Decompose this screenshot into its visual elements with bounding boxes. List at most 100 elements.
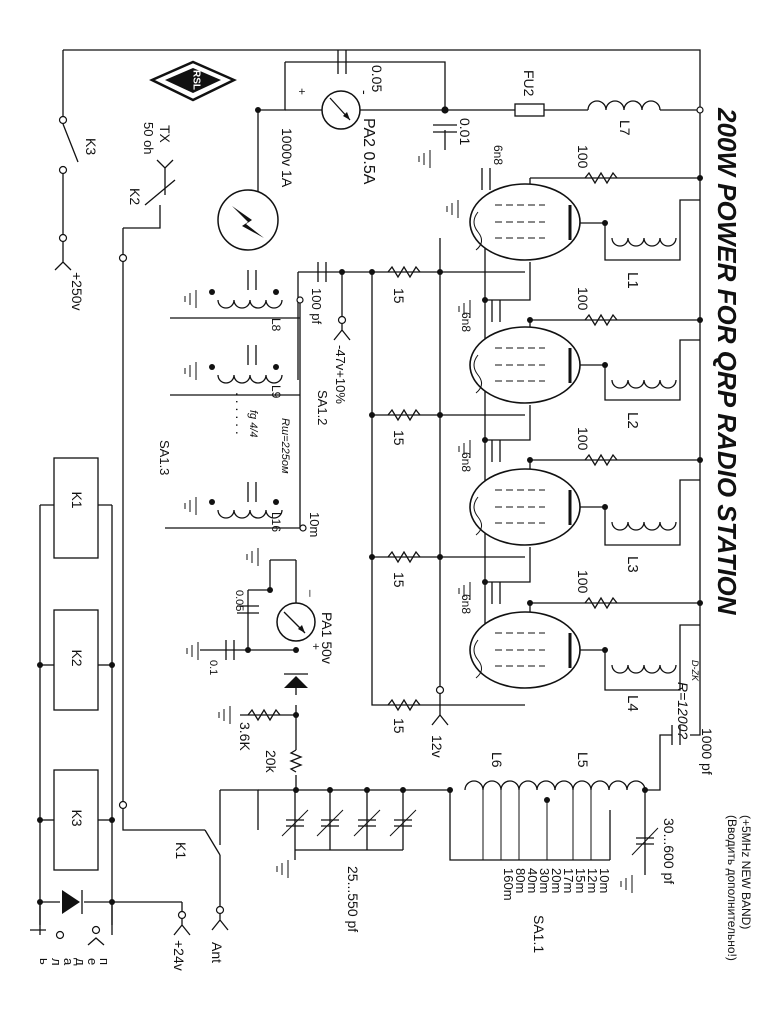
- label-pa1-minus: _: [309, 589, 323, 597]
- label-l16: L16: [269, 512, 283, 532]
- label-l2: L2: [624, 412, 641, 429]
- label-25-550: 25...550 pf: [345, 866, 361, 932]
- diode-relay: [62, 890, 83, 914]
- label-fu2: FU2: [521, 70, 537, 97]
- lightning-icon: [232, 206, 264, 238]
- label-l3: L3: [624, 556, 641, 573]
- relay-k2-label: K2: [69, 649, 85, 666]
- capacitor-c005-top: [337, 50, 347, 74]
- label-c01: 0.1: [207, 660, 219, 675]
- capacitor-c005-pa1: [237, 605, 259, 614]
- pedal-letter: д: [73, 958, 88, 966]
- label-24v: +24v: [171, 940, 187, 971]
- fuse-fu2: [514, 103, 545, 117]
- components: [53, 50, 681, 914]
- tube-vt4: [469, 611, 581, 689]
- label-100pf: 100 pf: [309, 288, 324, 325]
- capacitor-1000pf: [671, 725, 681, 745]
- variable-capacitors-25-550: [281, 809, 417, 837]
- inductor-l7: [587, 100, 661, 111]
- relay-k1-label: K1: [69, 491, 85, 508]
- grounds: [184, 150, 633, 893]
- resistors-screen-100: [584, 171, 618, 610]
- label-30-600: 30...600 pf: [661, 818, 677, 884]
- resistors-grid-15: [387, 265, 421, 712]
- label-r100-4: 100: [575, 570, 591, 594]
- label-l8: L8: [269, 318, 283, 332]
- inductors-l8-l16: [217, 270, 283, 519]
- label-l6: L6: [489, 752, 505, 768]
- title-text: 200W POWER FOR QRP RADIO STATION: [712, 107, 742, 616]
- note-band: (+5MHz NEW BAND): [739, 815, 753, 929]
- diode-bias: [284, 673, 308, 688]
- wiring: [39, 49, 701, 935]
- label-r100-2: 100: [575, 287, 591, 311]
- hand-rw: Rш=225ом: [279, 418, 291, 474]
- label-sa12: SA1.2: [315, 390, 330, 425]
- label-k3: K3: [83, 138, 99, 155]
- hv-supply: [217, 189, 279, 251]
- hand-r1200: R=1200?: [675, 682, 691, 739]
- label-l9: L9: [269, 385, 283, 399]
- pedal-letter: ь: [37, 958, 52, 965]
- label-r15-4: 15: [391, 718, 407, 734]
- resistor-20k: [289, 749, 303, 773]
- label-k2: K2: [127, 188, 143, 205]
- label-250v: +250v: [69, 272, 85, 311]
- label-6n8-1: 6n8: [491, 145, 505, 165]
- label-6n8-2: 6n8: [459, 312, 473, 332]
- label-20k: 20k: [263, 750, 279, 774]
- tube-stages: [469, 183, 581, 689]
- label-l4: L4: [624, 695, 641, 712]
- label-ant: Ant: [209, 942, 225, 963]
- variable-capacitor-30-600: [631, 827, 659, 856]
- tube-vt3: [469, 468, 581, 546]
- junction-dots: [37, 107, 703, 905]
- labels: 200W POWER FOR QRP RADIO STATION (+5MHz …: [37, 65, 753, 971]
- band-12m: 12m: [585, 868, 600, 893]
- label-c005-pa1: 0.05: [233, 590, 245, 611]
- band-160m: 160m: [501, 868, 516, 901]
- label-l1: L1: [624, 272, 641, 289]
- band-10m: 10m: [597, 868, 612, 893]
- label-1000pf: 1000 pf: [699, 728, 715, 775]
- tube-vt2: [469, 326, 581, 404]
- meter-pa1: [276, 602, 316, 642]
- rsl-logo: RSL: [149, 60, 237, 102]
- label-sa11: SA1.1: [531, 915, 547, 953]
- band-80m: 80m: [513, 868, 528, 893]
- band-15m: 15m: [573, 868, 588, 893]
- label-r15-2: 15: [391, 430, 407, 446]
- label-l7: L7: [617, 120, 633, 136]
- inductor-l5: [554, 780, 646, 791]
- pedal-letter: е: [85, 958, 100, 965]
- label-ohm: 50 oh: [141, 122, 156, 155]
- label-1000v: 1000v 1A: [279, 128, 295, 188]
- label-bias: -47v+10%: [333, 345, 348, 404]
- dots-separator: . . . . . .: [233, 392, 249, 435]
- label-c001: 0.01: [457, 118, 473, 145]
- label-r100-1: 100: [575, 145, 591, 169]
- hand-fg: fg 4/4: [247, 410, 259, 438]
- band-taps: [482, 790, 592, 860]
- label-pa1-plus: +: [309, 643, 323, 650]
- resistor-3-6k: [247, 708, 281, 722]
- label-12v: 12v: [429, 735, 445, 758]
- inductor-l6: [464, 780, 556, 791]
- label-r15-1: 15: [391, 288, 407, 304]
- label-6n8-4: 6n8: [459, 594, 473, 614]
- terminals: [30, 106, 704, 946]
- label-tx: TX: [157, 125, 173, 144]
- band-17m: 17m: [561, 868, 576, 893]
- label-c005-top-minus: -: [357, 90, 373, 95]
- pedal-letter: л: [49, 958, 64, 966]
- capacitor-c01: [225, 640, 235, 660]
- capacitor-c001: [433, 124, 457, 133]
- tube-vt1: [469, 183, 581, 261]
- band-20m: 20m: [549, 868, 564, 893]
- hand-initials: D-ZK: [690, 660, 700, 682]
- band-40m: 40m: [525, 868, 540, 893]
- relay-coils: [53, 457, 99, 871]
- label-10m: 10m: [307, 512, 322, 537]
